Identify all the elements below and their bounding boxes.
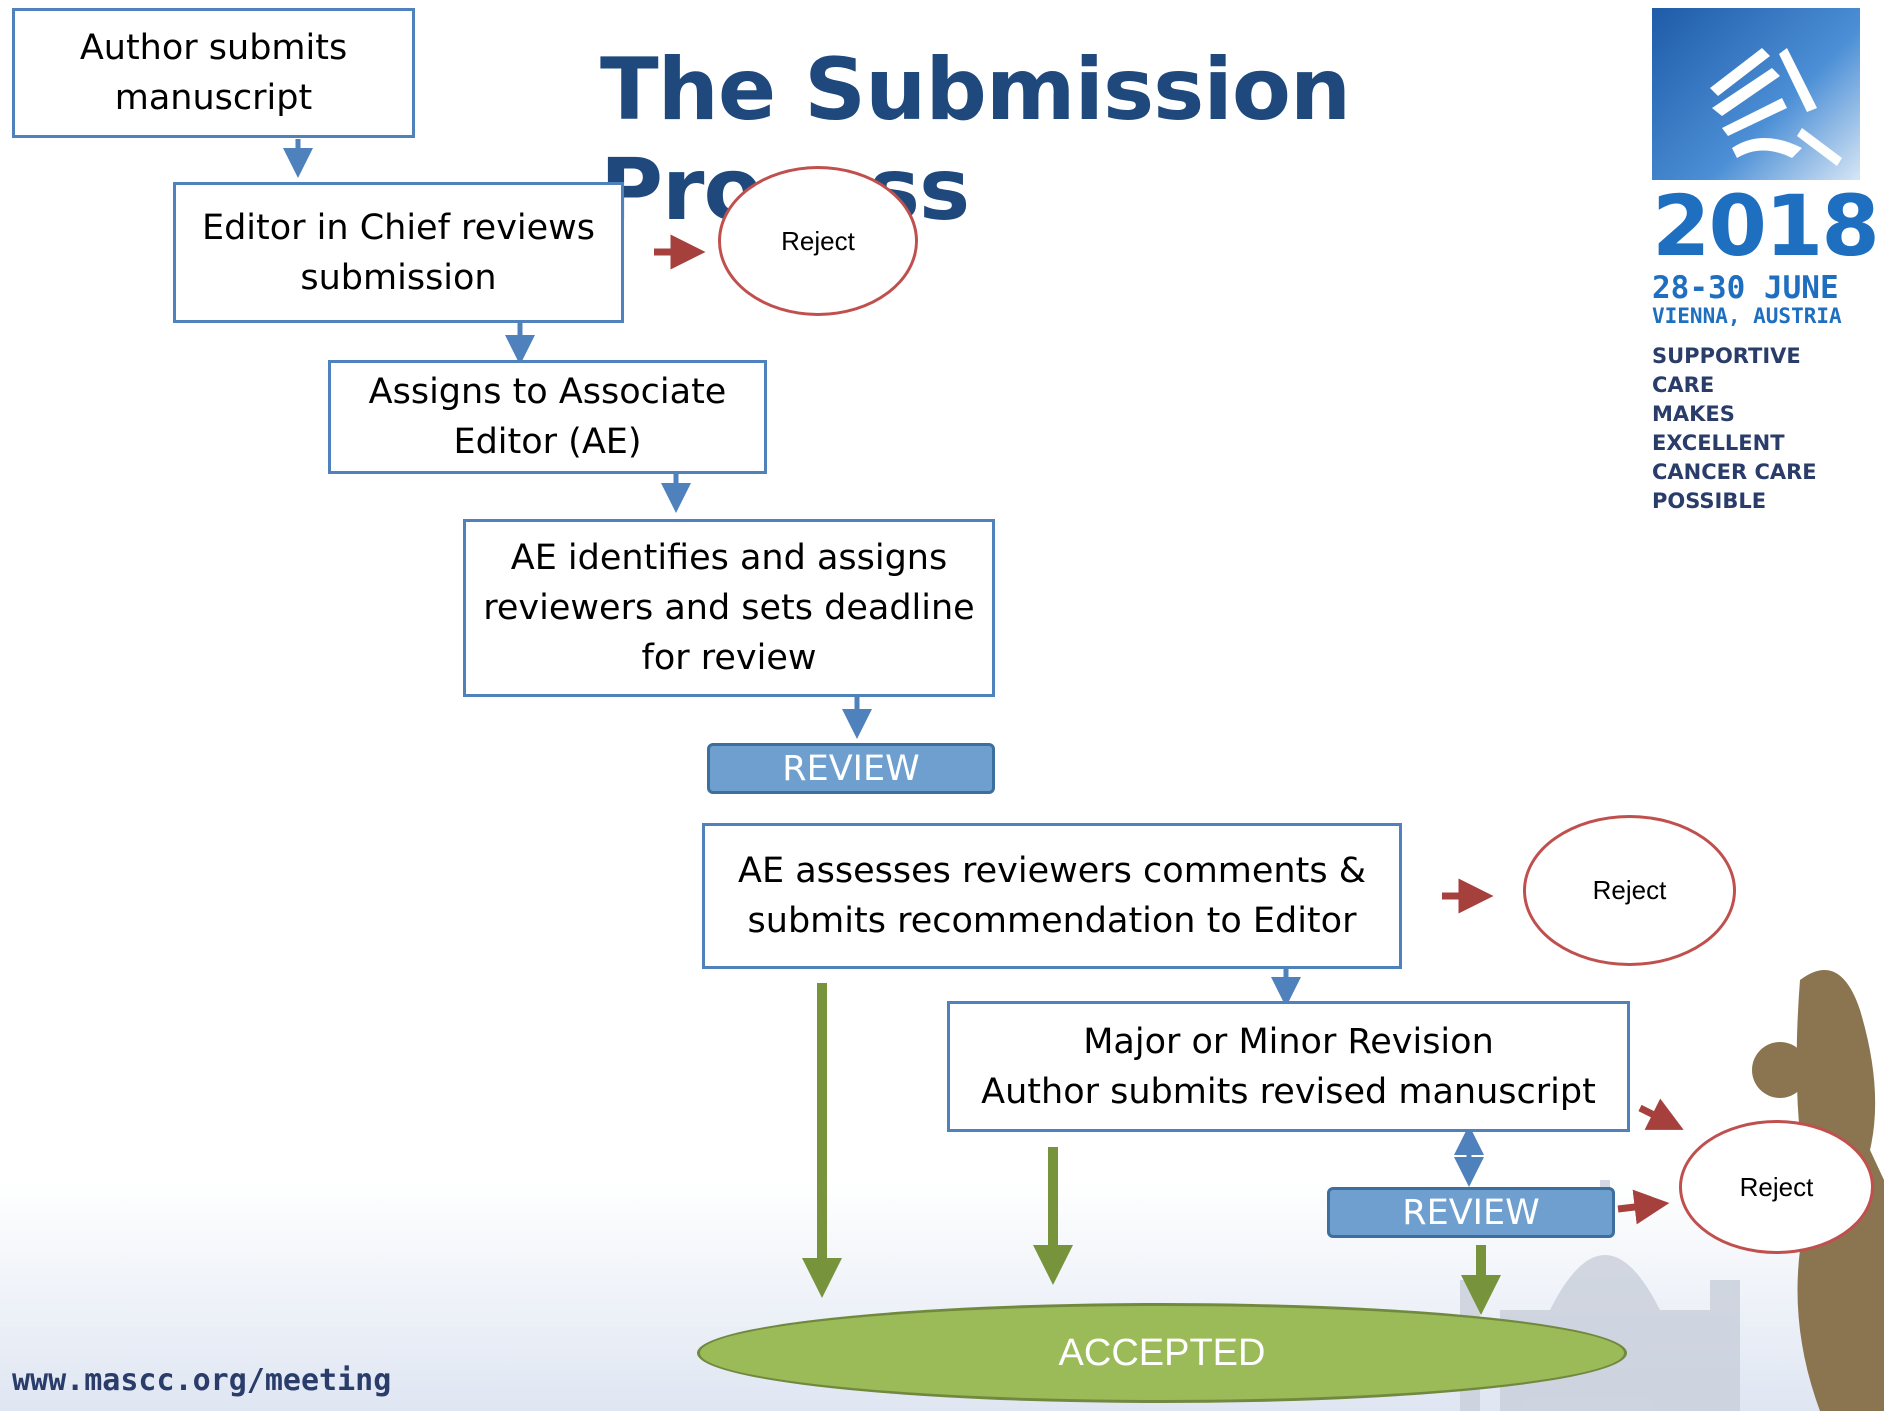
logo-slogan-line: CANCER CARE POSSIBLE — [1652, 460, 1817, 513]
reject-arrow — [1617, 1189, 1670, 1225]
logo-slogan-line: SUPPORTIVE CARE — [1652, 344, 1801, 397]
step-author-submits: Author submits manuscript — [12, 8, 415, 138]
step-editor-in-chief-reviews: Editor in Chief reviews submission — [173, 182, 624, 323]
reject-node-1: Reject — [718, 166, 918, 316]
step-assigns-associate-editor: Assigns to Associate Editor (AE) — [328, 360, 767, 474]
hand-icon — [1710, 48, 1842, 166]
logo-dates: 28-30 JUNE — [1652, 270, 1839, 306]
logo-slogan: SUPPORTIVE CARE MAKES EXCELLENT CANCER C… — [1652, 342, 1860, 516]
reject-arrow — [1638, 1098, 1684, 1130]
step-ae-assesses-comments: AE assesses reviewers comments & submits… — [702, 823, 1402, 969]
review-stage-2: REVIEW — [1327, 1187, 1615, 1238]
reject-node-3: Reject — [1679, 1120, 1874, 1254]
logo-slogan-line: MAKES EXCELLENT — [1652, 402, 1785, 455]
step-revision: Major or Minor Revision Author submits r… — [947, 1001, 1630, 1132]
logo-hand-emblem — [1652, 8, 1860, 180]
congress-logo: 2018 28-30 JUNE VIENNA, AUSTRIA SUPPORTI… — [1652, 8, 1880, 513]
footer-url: www.mascc.org/meeting — [12, 1363, 392, 1398]
logo-location: VIENNA, AUSTRIA — [1652, 304, 1842, 328]
logo-year: 2018 — [1652, 177, 1880, 275]
review-stage-1: REVIEW — [707, 743, 995, 794]
accepted-node: ACCEPTED — [697, 1303, 1627, 1403]
reject-node-2: Reject — [1523, 815, 1736, 966]
step-ae-assigns-reviewers: AE identifies and assigns reviewers and … — [463, 519, 995, 697]
